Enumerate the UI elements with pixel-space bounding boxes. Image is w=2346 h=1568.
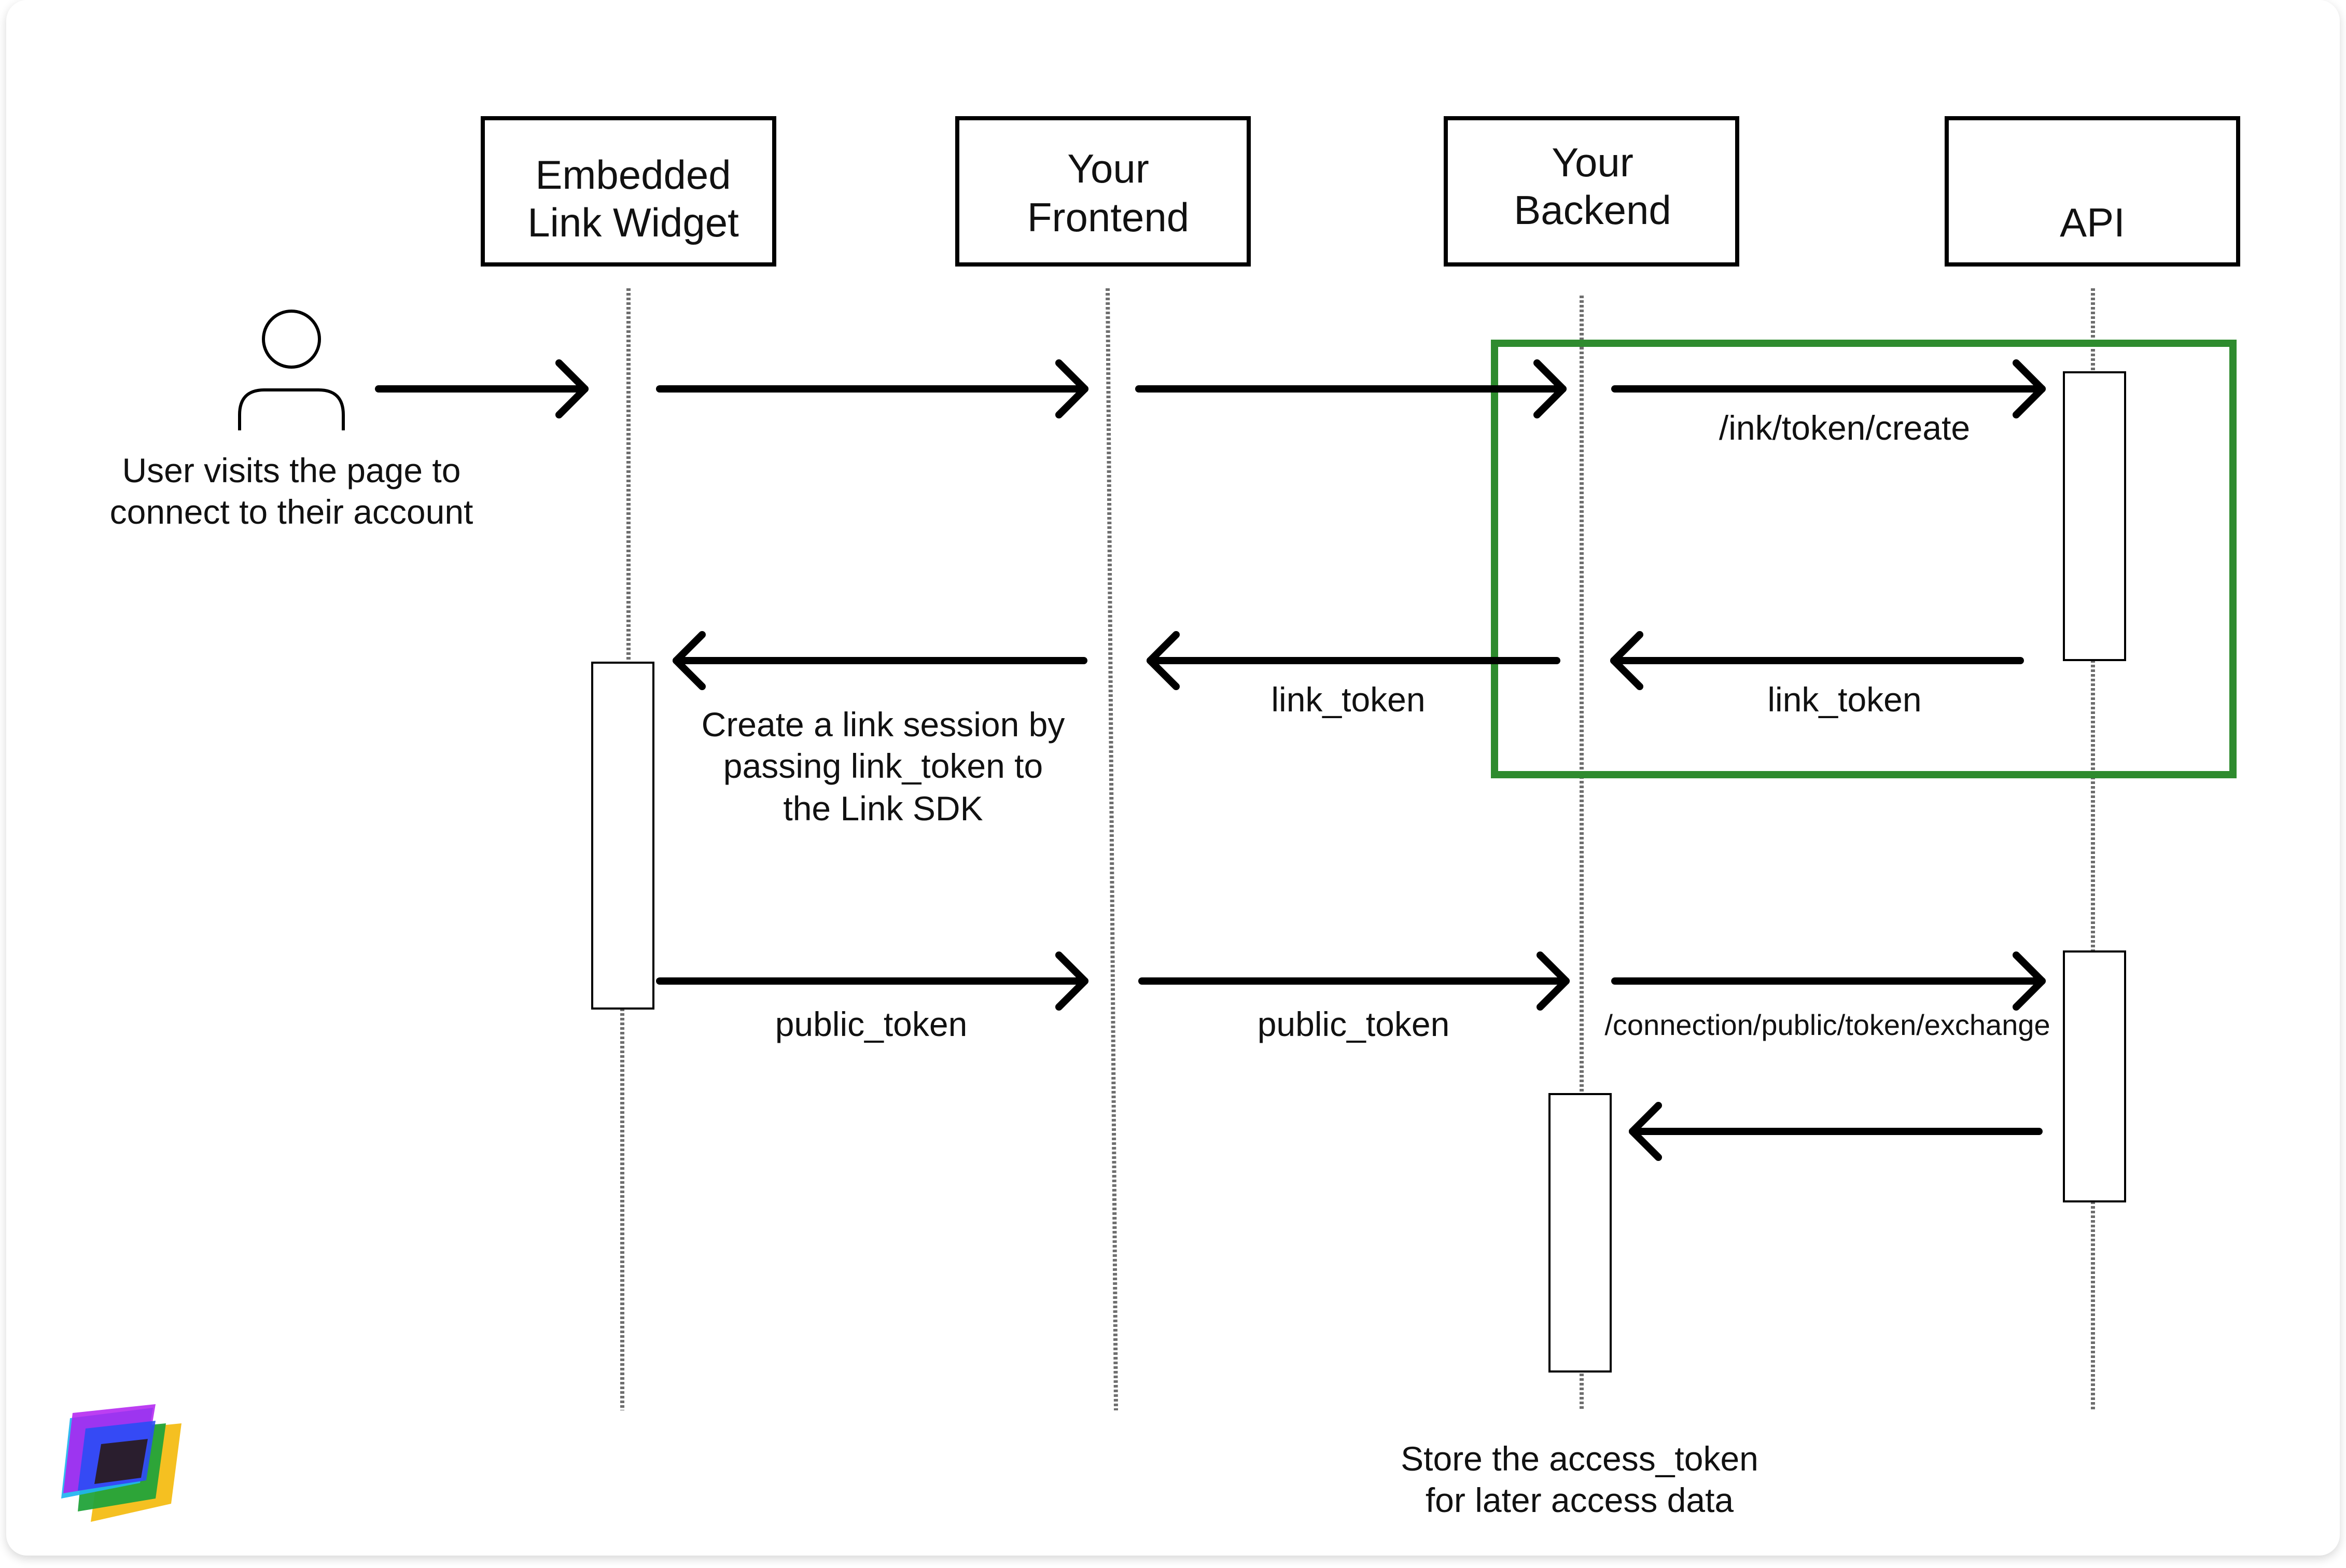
brand-logo <box>61 1404 181 1522</box>
label-create-session-line2: passing link_token to <box>723 747 1043 785</box>
arrow-api-to-backend-link-token <box>1610 631 2024 690</box>
participant-widget-line2: Link Widget <box>527 200 739 245</box>
arrow-widget-to-frontend <box>656 359 1088 418</box>
activation-widget <box>591 662 654 1010</box>
activation-boxes <box>591 371 2126 1373</box>
arrow-backend-to-api-exchange <box>1611 951 2046 1011</box>
participant-boxes <box>481 116 2240 267</box>
participant-backend-line1: Your <box>1552 139 1633 185</box>
label-link-token-frontend: link_token <box>1271 680 1425 719</box>
activation-backend <box>1548 1093 1612 1373</box>
highlight-box <box>1491 340 2237 778</box>
store-note-line1: Store the access_token <box>1401 1439 1758 1478</box>
user-caption-line2: connect to their account <box>110 493 473 531</box>
label-link-token-backend: link_token <box>1767 680 1921 719</box>
arrow-widget-to-frontend-public-token <box>656 951 1088 1011</box>
arrow-frontend-to-backend <box>1135 359 1567 418</box>
participant-widget-line1: Embedded <box>535 152 731 198</box>
participant-frontend-line2: Frontend <box>1027 194 1189 240</box>
arrow-backend-to-api-create <box>1611 359 2046 418</box>
user-icon <box>238 310 345 430</box>
arrow-api-to-backend-access-token <box>1629 1102 2043 1161</box>
label-token-exchange: /connection/public/token/exchange <box>1604 1009 2050 1041</box>
participant-widget-box <box>481 116 776 267</box>
user-caption-line1: User visits the page to <box>122 451 461 489</box>
label-create-session-line1: Create a link session by <box>702 705 1065 744</box>
arrow-user-to-widget <box>375 359 589 418</box>
participant-frontend-line1: Your <box>1067 146 1149 191</box>
label-public-token-widget: public_token <box>775 1005 968 1043</box>
participant-frontend-box <box>955 116 1251 267</box>
lifeline-frontend <box>1106 288 1118 1411</box>
lifelines <box>620 288 2095 1411</box>
label-create-session-line3: the Link SDK <box>783 789 983 828</box>
participant-api-box <box>1945 116 2240 267</box>
participant-backend-line2: Backend <box>1514 187 1671 233</box>
label-public-token-frontend: public_token <box>1258 1005 1450 1043</box>
arrow-backend-to-frontend <box>1147 631 1560 690</box>
label-token-create: /ink/token/create <box>1719 409 1970 447</box>
arrow-frontend-to-widget <box>673 631 1087 690</box>
arrow-frontend-to-backend-public-token <box>1138 951 1570 1011</box>
store-note-line2: for later access data <box>1426 1481 1734 1519</box>
participant-backend-box <box>1444 116 1739 267</box>
arrows <box>375 359 2046 1161</box>
activation-api-1 <box>2063 371 2126 661</box>
activation-api-2 <box>2063 950 2126 1202</box>
participant-api-line2: API <box>2060 200 2125 245</box>
